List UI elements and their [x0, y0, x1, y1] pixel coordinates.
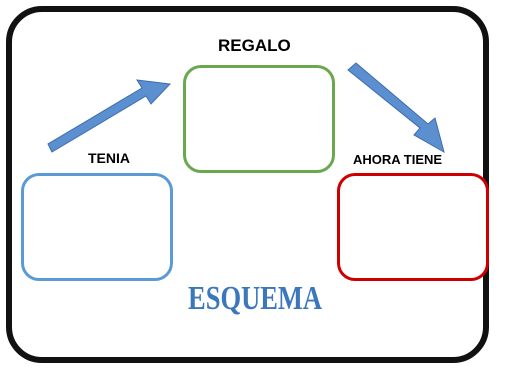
tenia-label: TENIA — [88, 150, 130, 166]
regalo-label: REGALO — [218, 36, 291, 55]
ahora-tiene-box[interactable] — [337, 173, 489, 281]
arrow-tenia-to-regalo — [47, 79, 172, 153]
tenia-box[interactable] — [21, 173, 173, 281]
ahora-tiene-label: AHORA TIENE — [353, 152, 443, 167]
arrow-regalo-to-ahora-tiene — [347, 62, 445, 154]
regalo-box[interactable] — [183, 65, 335, 173]
diagram-title: ESQUEMA — [188, 280, 323, 317]
